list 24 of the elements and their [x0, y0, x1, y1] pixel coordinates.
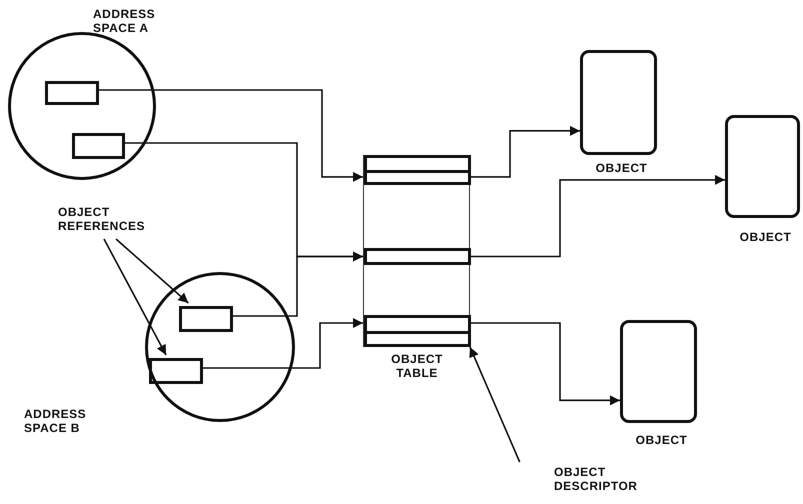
object-reference-box: [179, 306, 233, 332]
callout-text: OBJECT REFERENCES: [58, 205, 146, 233]
connector-arrow: [470, 174, 725, 258]
object-reference-box: [149, 358, 203, 384]
node-label: OBJECT TABLE: [390, 352, 444, 380]
connector-arrow: [470, 322, 620, 406]
node-label: ADDRESS SPACE A: [93, 7, 156, 35]
leader-arrow: [469, 346, 520, 462]
object-reference-box: [45, 81, 99, 105]
leader-arrow: [115, 238, 189, 304]
table-entry: [364, 315, 471, 347]
connector-arrow: [96, 89, 363, 182]
connector-arrow: [200, 318, 363, 369]
table-entry: [364, 155, 471, 185]
connector-arrow: [230, 252, 363, 317]
leader-arrow: [103, 238, 167, 356]
node-label: ADDRESS SPACE B: [24, 407, 88, 435]
table-entry: [364, 248, 471, 265]
node-label: OBJECT: [634, 433, 688, 447]
object-reference-box: [72, 133, 125, 159]
node-label: OBJECT: [594, 161, 648, 175]
connector-arrow: [470, 126, 580, 178]
node-label: OBJECT: [738, 230, 792, 244]
callout-text: OBJECT DESCRIPTOR: [554, 465, 638, 493]
